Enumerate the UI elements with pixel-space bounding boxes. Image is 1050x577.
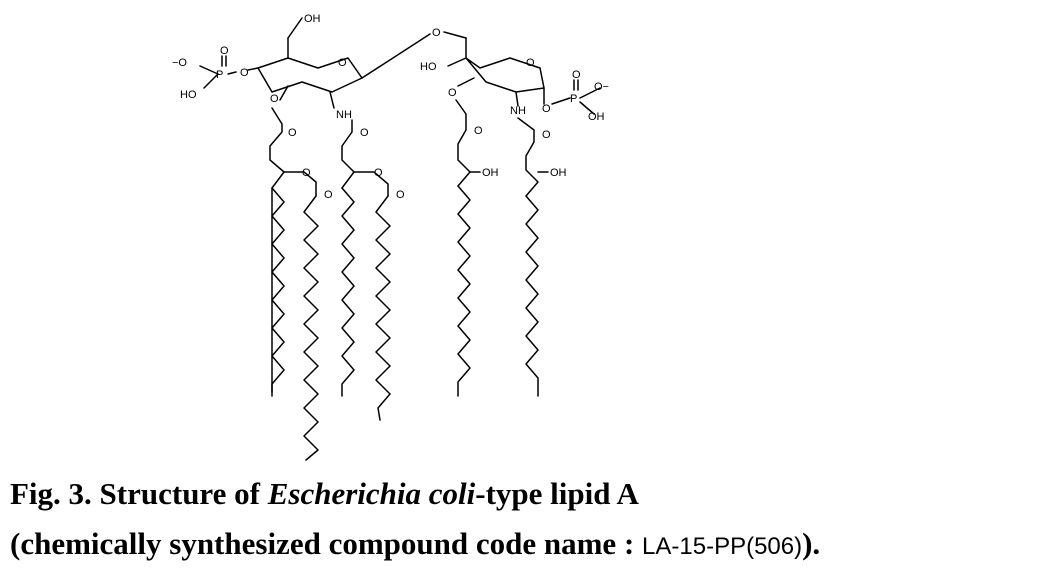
- o-chain3-label: O: [448, 87, 457, 99]
- o-c1-carbonyl-label: O: [288, 127, 297, 139]
- oh-c3-label: OH: [482, 167, 499, 179]
- caption-line1-suffix: -type lipid A: [475, 476, 639, 511]
- ho-ring2-label: HO: [420, 61, 437, 73]
- acyl-chain-2: [341, 119, 355, 189]
- o-minus-right-label: O−: [594, 81, 609, 93]
- acyl-chain-a-tail: [303, 195, 319, 461]
- caption-line1-prefix: Fig. 3. Structure of: [10, 476, 268, 511]
- glycosidic-bridge: [361, 31, 467, 79]
- o-c3-carbonyl-label: O: [474, 125, 483, 137]
- o-dbl-left-label: O: [220, 45, 229, 57]
- phosphate-right: [551, 79, 601, 115]
- p-right-label: P: [570, 93, 577, 105]
- acyl-chain-a: [283, 171, 317, 197]
- oh-top-label: OH: [304, 13, 321, 25]
- nh-1-label: NH: [336, 109, 352, 121]
- nh-2-label: NH: [510, 105, 526, 117]
- oh-c4-label: OH: [550, 167, 567, 179]
- compound-code: LA-15-PP(506): [642, 533, 803, 560]
- acyl-chain-3: [455, 99, 471, 187]
- o-acyl-b-label: O: [374, 167, 383, 179]
- caption-line-1: Fig. 3. Structure of Escherichia coli-ty…: [10, 478, 639, 509]
- o-ester-left-label: O: [240, 67, 249, 79]
- o-acyl-a-label: O: [302, 167, 311, 179]
- ring-o2-label: O: [526, 57, 535, 69]
- phosphate-left: [199, 55, 259, 89]
- o-minus-left-label: −O: [172, 57, 187, 69]
- acyl-chain-1: [269, 107, 285, 393]
- acyl-chain-1-tail: [271, 187, 285, 397]
- acyl-chain-b: [353, 171, 389, 197]
- caption-line-2: (chemically synthesized compound code na…: [10, 528, 820, 559]
- acyl-chain-b-tail: [375, 195, 391, 421]
- o-dbl-right-label: O: [572, 69, 581, 81]
- lipid-a-structure: OH O NH O O P −O O HO O O HO NH O O P: [172, 13, 609, 461]
- acyl-chain-3-tail: [457, 185, 471, 397]
- sugar-ring-2: [447, 37, 545, 107]
- ring-o1-label: O: [338, 57, 347, 69]
- caption-line2-suffix: ).: [802, 526, 821, 561]
- o-c4-carbonyl-label: O: [542, 129, 551, 141]
- caption-line2-prefix: (chemically synthesized compound code na…: [10, 526, 643, 561]
- o-ester-right-label: O: [542, 103, 551, 115]
- caption-organism-name: Escherichia coli: [267, 476, 476, 511]
- o-acyl-b-carbonyl-label: O: [396, 189, 405, 201]
- acyl-chain-4: [517, 117, 539, 197]
- o-c2-carbonyl-label: O: [360, 127, 369, 139]
- o-acyl-a-carbonyl-label: O: [324, 189, 333, 201]
- o-chain1-label: O: [270, 93, 279, 105]
- o-bridge-label: O: [432, 27, 441, 39]
- oh-p-right-label: OH: [588, 111, 605, 123]
- acyl-chain-2-tail: [341, 187, 355, 397]
- ho-p-left-label: HO: [180, 89, 197, 101]
- acyl-chain-4-tail: [525, 195, 539, 397]
- p-left-label: P: [216, 69, 223, 81]
